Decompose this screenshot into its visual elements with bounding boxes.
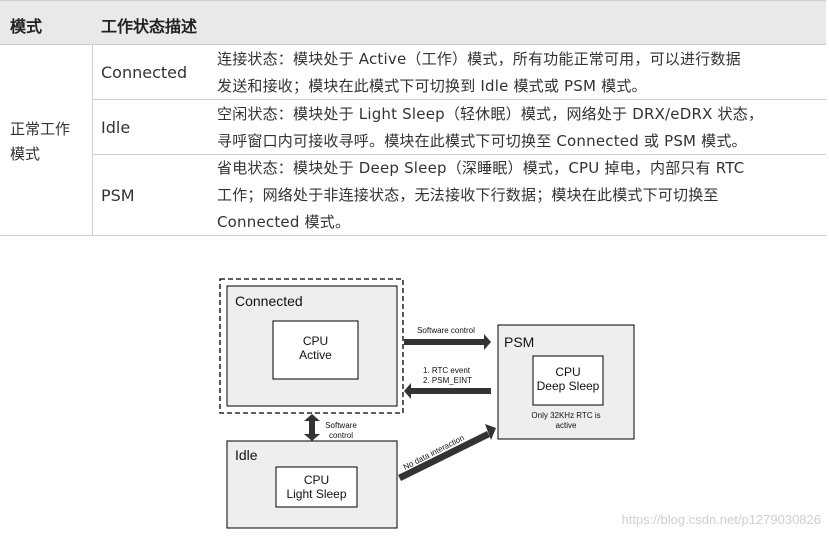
watermark: https://blog.csdn.net/p1279030826 — [622, 512, 822, 527]
desc-line: 寻呼窗口内可接收寻呼。模块在此模式下可切换至 Connected 或 PSM 模… — [217, 132, 747, 150]
column-divider — [92, 45, 93, 235]
arrow-label-software: Software — [325, 421, 357, 430]
desc-line: 连接状态：模块处于 Active（工作）模式，所有功能正常可用，可以进行数据 — [217, 50, 741, 68]
table-header: 模式 工作状态描述 — [0, 0, 826, 45]
idle-title: Idle — [235, 447, 258, 463]
idle-cpu-line: Light Sleep — [286, 487, 346, 501]
table-bottom-border — [0, 235, 826, 236]
mode-line: 正常工作 — [10, 120, 71, 138]
arrow-connected-idle — [304, 414, 320, 441]
mode-cell: 正常工作 模式 — [10, 117, 86, 167]
desc-line: 工作；网络处于非连接状态，无法接收下行数据；模块在此模式下可切换至 — [217, 186, 719, 204]
row-name-psm: PSM — [101, 186, 135, 205]
header-mode: 模式 — [10, 17, 43, 36]
connected-dashed-border — [219, 278, 404, 414]
row-divider — [92, 154, 826, 155]
desc-line: 空闲状态：模块处于 Light Sleep（轻休眠）模式，网络处于 DRX/eD… — [217, 105, 764, 123]
row-name-connected: Connected — [101, 63, 188, 82]
psm-note-line: Only 32KHz RTC is — [531, 411, 600, 420]
header-description: 工作状态描述 — [101, 17, 198, 36]
psm-cpu-box — [532, 355, 604, 406]
connected-cpu-line: Active — [299, 348, 332, 362]
psm-cpu-line: CPU — [555, 365, 580, 379]
arrow-connected-to-psm — [404, 334, 491, 350]
row-desc-psm: 省电状态：模块处于 Deep Sleep（深睡眠）模式，CPU 掉电，内部只有 … — [217, 155, 817, 236]
desc-line: Connected 模式。 — [217, 213, 351, 231]
psm-note-line: active — [556, 421, 577, 430]
desc-line: 发送和接收；模块在此模式下可切换到 Idle 模式或 PSM 模式。 — [217, 77, 647, 95]
arrow-idle-to-psm — [398, 424, 496, 481]
row-desc-connected: 连接状态：模块处于 Active（工作）模式，所有功能正常可用，可以进行数据 发… — [217, 46, 817, 100]
arrow-label-rtc-event: 1. RTC event — [423, 366, 471, 375]
idle-cpu-line: CPU — [304, 473, 329, 487]
connected-cpu-box — [272, 320, 359, 380]
row-desc-idle: 空闲状态：模块处于 Light Sleep（轻休眠）模式，网络处于 DRX/eD… — [217, 101, 817, 155]
psm-cpu-line: Deep Sleep — [537, 379, 600, 393]
mode-line: 模式 — [10, 145, 41, 163]
row-divider — [92, 99, 826, 100]
arrow-psm-to-connected — [404, 383, 491, 399]
idle-cpu-box — [275, 466, 358, 508]
arrow-label-psm-eint: 2. PSM_EINT — [423, 376, 472, 385]
psm-title: PSM — [504, 334, 534, 350]
connected-cpu-line: CPU — [303, 334, 328, 348]
desc-line: 省电状态：模块处于 Deep Sleep（深睡眠）模式，CPU 掉电，内部只有 … — [217, 159, 745, 177]
connected-title: Connected — [235, 293, 303, 309]
arrow-label-software-control: Software control — [417, 326, 475, 335]
arrow-label-control: control — [329, 431, 353, 440]
row-name-idle: Idle — [101, 118, 131, 137]
